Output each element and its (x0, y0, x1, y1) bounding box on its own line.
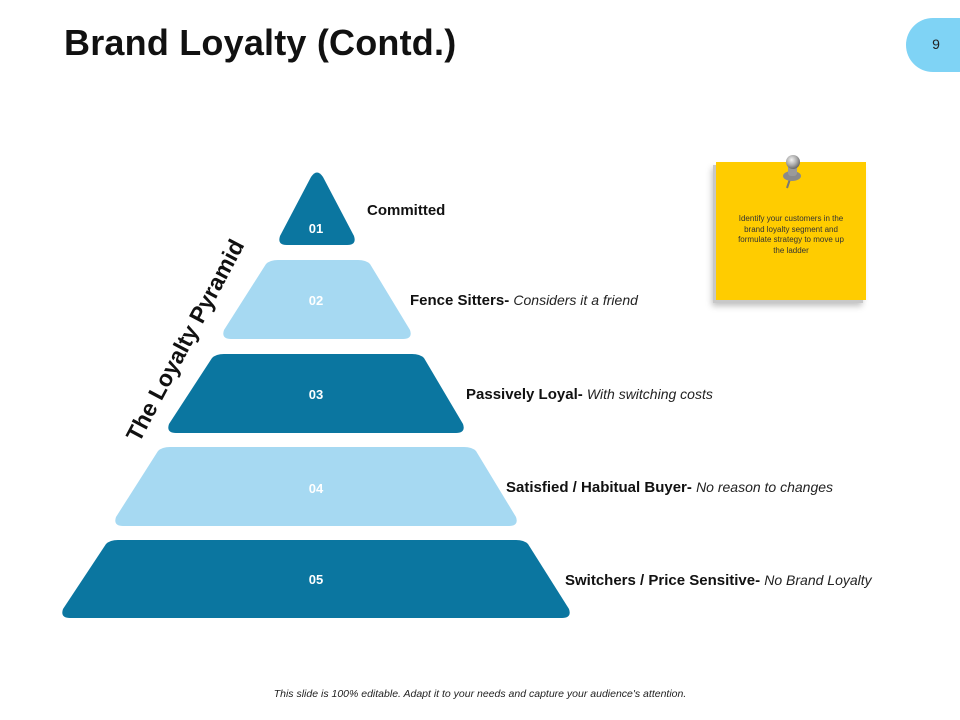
tier-separator-2: - (504, 292, 514, 309)
pyramid-tier-3-shape (168, 354, 464, 433)
page-number-badge: 9 (906, 18, 960, 72)
tier-label-3: Passively Loyal- With switching costs (466, 386, 713, 403)
tier-description-3: With switching costs (586, 386, 713, 402)
tier-label-4: Satisfied / Habitual Buyer- No reason to… (506, 479, 833, 496)
tier-label-1: Committed (367, 202, 445, 219)
tier-name-4: Satisfied / Habitual Buyer (506, 479, 687, 496)
tier-number-1: 01 (309, 221, 323, 236)
tier-number-3: 03 (309, 387, 323, 402)
pyramid-tier-1-shape (279, 172, 355, 245)
tier-label-2: Fence Sitters- Considers it a friend (410, 292, 638, 309)
tier-name-5: Switchers / Price Sensitive (565, 572, 756, 589)
tier-number-4: 04 (309, 481, 324, 496)
tier-description-4: No reason to changes (696, 479, 834, 495)
pushpin-icon (783, 155, 801, 189)
tier-number-5: 05 (309, 572, 323, 587)
tier-description-2: Considers it a friend (513, 292, 638, 308)
pyramid-tier-5-shape (62, 540, 570, 618)
page-number: 9 (932, 36, 940, 52)
tier-name-3: Passively Loyal (466, 386, 578, 403)
sticky-note: Identify your customers in the brand loy… (716, 162, 866, 300)
tier-name-2: Fence Sitters (410, 292, 505, 309)
tier-separator-3: - (577, 386, 587, 403)
pyramid-tier-2-shape (223, 260, 411, 339)
tier-label-5: Switchers / Price Sensitive- No Brand Lo… (565, 572, 872, 589)
slide-footer: This slide is 100% editable. Adapt it to… (273, 688, 687, 700)
tier-separator-4: - (686, 479, 697, 496)
tier-separator-5: - (755, 572, 765, 589)
slide-title: Brand Loyalty (Contd.) (64, 22, 457, 63)
sticky-note-text: Identify your customers in the brand loy… (738, 214, 844, 255)
tier-description-5: No Brand Loyalty (764, 572, 872, 588)
tier-number-2: 02 (309, 293, 323, 308)
pyramid-tier-4-shape (115, 447, 517, 526)
tier-name-1: Committed (367, 202, 446, 219)
